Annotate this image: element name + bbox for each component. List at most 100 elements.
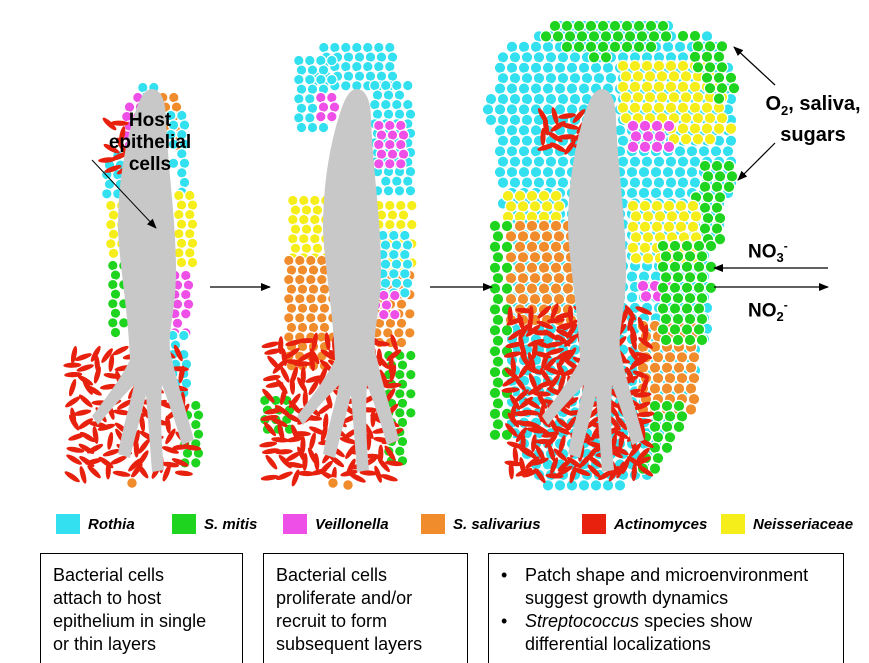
bacterial-cell bbox=[627, 242, 638, 253]
bacterial-cell bbox=[385, 159, 395, 169]
bacterial-cell bbox=[699, 202, 710, 213]
bacterial-cell bbox=[585, 20, 596, 31]
bacterial-cell bbox=[526, 190, 537, 201]
bacterial-cell bbox=[711, 223, 722, 234]
bacterial-cell bbox=[398, 130, 408, 140]
bacterial-cell bbox=[702, 213, 713, 224]
bacterial-cell bbox=[672, 251, 683, 262]
bacterial-cell bbox=[374, 42, 384, 52]
bacterial-cell bbox=[669, 240, 680, 251]
bacterial-cell bbox=[642, 232, 653, 243]
bacterial-cell bbox=[374, 159, 384, 169]
bacterial-cell bbox=[288, 195, 298, 205]
bacterial-cell bbox=[376, 149, 386, 159]
bacterial-cell bbox=[701, 102, 712, 113]
actinomyces-rod bbox=[92, 366, 102, 385]
bacterial-cell bbox=[396, 299, 406, 309]
bacterial-cell bbox=[627, 200, 638, 211]
bacterial-cell bbox=[391, 278, 401, 288]
bacterial-cell bbox=[533, 93, 544, 104]
bacterial-cell bbox=[305, 55, 315, 65]
legend-swatch bbox=[172, 514, 196, 534]
bacterial-cell bbox=[176, 257, 186, 267]
bacterial-cell bbox=[296, 122, 306, 132]
bacterial-cell bbox=[489, 304, 500, 315]
bacterial-cell bbox=[310, 214, 320, 224]
bacterial-cell bbox=[576, 31, 587, 42]
bacterial-cell bbox=[639, 120, 650, 131]
bacterial-cell bbox=[660, 272, 671, 283]
bacterial-cell bbox=[299, 195, 309, 205]
bacterial-cell bbox=[489, 367, 500, 378]
bacterial-cell bbox=[649, 400, 660, 411]
bacterial-cell bbox=[394, 186, 404, 196]
bacterial-cell bbox=[557, 73, 568, 84]
bacterial-cell bbox=[489, 325, 500, 336]
bacterial-cell bbox=[630, 253, 641, 264]
bacterial-cell bbox=[530, 41, 541, 52]
bacterial-cell bbox=[711, 160, 722, 171]
bacterial-cell bbox=[714, 171, 725, 182]
bacterial-cell bbox=[312, 243, 322, 253]
bacterial-cell bbox=[701, 72, 712, 83]
bacterial-cell bbox=[609, 41, 620, 52]
bacterial-cell bbox=[538, 190, 549, 201]
bacterial-cell bbox=[308, 284, 318, 294]
bacterial-cell bbox=[352, 42, 362, 52]
bacterial-cell bbox=[651, 200, 662, 211]
bacterial-cell bbox=[514, 262, 525, 273]
bacterial-cell bbox=[383, 90, 393, 100]
bacterial-cell bbox=[290, 224, 300, 234]
bacterial-cell bbox=[677, 102, 688, 113]
bacterial-cell bbox=[181, 289, 191, 299]
bacterial-cell bbox=[310, 195, 320, 205]
bacterial-cell bbox=[354, 52, 364, 62]
legend-item-neisseriaceae: Neisseriaceae bbox=[721, 513, 853, 535]
bacterial-cell bbox=[389, 230, 399, 240]
bacterial-cell bbox=[674, 167, 685, 178]
bacterial-cell bbox=[645, 20, 656, 31]
bacterial-cell bbox=[723, 160, 734, 171]
bacterial-cell bbox=[561, 20, 572, 31]
bacterial-cell bbox=[492, 398, 503, 409]
bacterial-cell bbox=[620, 92, 631, 103]
bacterial-cell bbox=[648, 31, 659, 42]
bacterial-cell bbox=[307, 65, 317, 75]
bacterial-cell bbox=[553, 231, 564, 242]
bacterial-cell bbox=[387, 130, 397, 140]
bacterial-cell bbox=[542, 41, 553, 52]
bacterial-cell bbox=[665, 102, 676, 113]
bacterial-cell bbox=[492, 252, 503, 263]
bacterial-cell bbox=[573, 20, 584, 31]
bacterial-cell bbox=[673, 421, 684, 432]
bacterial-cell bbox=[286, 265, 296, 275]
bacterial-cell bbox=[581, 73, 592, 84]
bacterial-cell bbox=[675, 221, 686, 232]
bacterial-cell bbox=[402, 240, 412, 250]
bacterial-cell bbox=[396, 219, 406, 229]
gas-arrow-out bbox=[734, 47, 775, 85]
bacterial-cell bbox=[716, 113, 727, 124]
bacterial-cell bbox=[627, 221, 638, 232]
bacterial-cell bbox=[497, 93, 508, 104]
bacterial-cell bbox=[602, 62, 613, 73]
bacterial-cell bbox=[407, 219, 417, 229]
bacterial-cell bbox=[617, 60, 628, 71]
bacterial-cell bbox=[181, 270, 191, 280]
bacterial-cell bbox=[497, 135, 508, 146]
bacterial-cell bbox=[379, 309, 389, 319]
bacterial-cell bbox=[312, 224, 322, 234]
bacterial-cell bbox=[545, 156, 556, 167]
bacterial-cell bbox=[590, 480, 601, 491]
bacterial-cell bbox=[701, 123, 712, 134]
bacterial-cell bbox=[489, 346, 500, 357]
bacterial-cell bbox=[506, 83, 517, 94]
bacterial-cell bbox=[545, 73, 556, 84]
bacterial-cell bbox=[689, 102, 700, 113]
legend-swatch bbox=[421, 514, 445, 534]
bacterial-cell bbox=[693, 324, 704, 335]
bacterial-cell bbox=[529, 273, 540, 284]
bacterial-cell bbox=[489, 262, 500, 273]
bacterial-cell bbox=[370, 80, 380, 90]
bacterial-cell bbox=[642, 131, 653, 142]
